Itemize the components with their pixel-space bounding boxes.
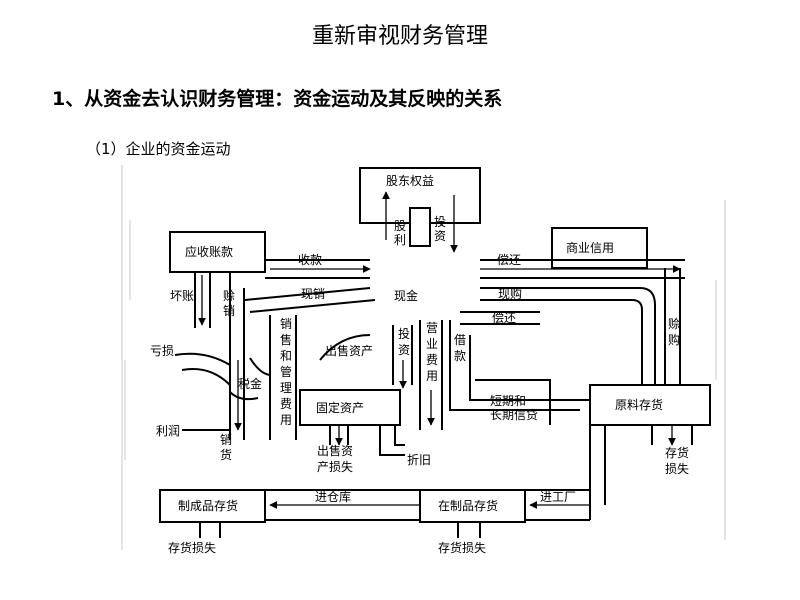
expense-char-3: 和 [280,349,292,363]
raw-loss-line2: 损失 [665,461,689,476]
cogs-char-1: 销 [220,433,232,447]
credit-sales-char-2: 销 [223,304,235,318]
wip-box [419,489,526,523]
cash-sales-label: 现销 [301,287,325,301]
collection-pipe [265,259,370,279]
subsection-heading: （1）企业的资金运动 [86,140,231,158]
tax-label: 税金 [238,376,262,391]
repay-pipe [480,259,685,279]
credit-purchase-pipe [664,268,681,385]
section-heading: 1、从资金去认识财务管理：资金运动及其反映的关系 [52,88,503,110]
raw-loss-pipe [651,425,693,445]
op-expense-pipe [419,320,443,430]
loan-char-1: 借 [454,333,466,347]
wip-loss-pipe [457,522,481,538]
finished-goods-label: 制成品存货 [178,498,238,513]
fixed-assets-box [299,389,401,426]
cash-purchase-label: 现购 [498,286,522,301]
cogs-char-2: 货 [220,447,232,462]
expense-char-1: 销 [280,317,292,331]
cash-purchase-pipe [480,287,656,385]
invest2-char-2: 资 [398,343,410,357]
depreciation-label: 折旧 [407,452,431,467]
cash-sales-pipe [244,287,376,313]
finished-goods-box [159,489,266,523]
expense-char-4: 管 [280,364,292,379]
loss-pipe [174,352,231,386]
loan-char-2: 款 [454,349,466,363]
expense-pipe [269,315,297,440]
bad-debt-label: 坏账 [170,289,194,303]
investment-char-2: 资 [434,229,446,243]
wip-label: 在制品存货 [438,498,498,513]
op-expense-char-3: 费 [426,353,438,367]
scan-texture [121,165,726,550]
op-expense-char-2: 业 [426,337,438,351]
credit-purchase-char-2: 购 [668,332,680,347]
dividend-char-2: 利 [394,233,406,247]
to-warehouse-pipe [265,489,420,521]
expense-char-6: 费 [280,397,292,411]
cash-label: 现金 [394,288,418,303]
commercial-credit-box [551,227,648,269]
asset-sale-loss-line1: 出售资 [317,443,353,458]
short-long-credit-line2: 长期信贷 [490,408,538,422]
repay2-label: 偿还 [492,310,516,325]
to-warehouse-label: 进仓库 [315,489,351,504]
finished-loss-pipe [199,522,221,538]
raw-to-factory-pipe [589,425,606,520]
raw-materials-box [589,384,711,426]
asset-sale-loss-pipe [329,425,349,445]
to-factory-label: 进工厂 [540,490,576,504]
sale-of-assets-pipe [319,334,371,361]
loss-label: 亏损 [150,344,174,358]
commercial-credit-label: 商业信用 [566,240,614,255]
sale-of-assets-label: 出售资产 [325,343,373,358]
repay-label: 偿还 [497,252,521,267]
credit-sales-char-1: 赊 [223,289,235,303]
expense-char-5: 理 [280,381,292,395]
raw-materials-label: 原料存货 [615,397,663,412]
depreciation-pipe [379,425,405,456]
to-factory-pipe [525,489,590,521]
tax-pipe [229,357,271,401]
expense-char-7: 用 [280,413,292,427]
fund-flow-diagram: 股东权益 股 利 投 资 应收账款 商业信用 收款 偿还 现金 现销 现购 偿还… [121,165,726,555]
credit-pipe [475,379,551,425]
repay2-pipe [460,311,540,325]
shareholder-channel [409,207,431,247]
shareholders-label: 股东权益 [386,174,434,188]
receivables-label: 应收账款 [185,244,233,259]
raw-loss-line1: 存货 [665,445,689,460]
credit-sales-pipe [229,272,245,440]
page-title: 重新审视财务管理 [311,24,488,49]
dividend-char-1: 股 [394,219,406,233]
profit-label: 利润 [156,424,180,438]
invest2-char-1: 投 [398,326,410,341]
op-expense-char-1: 营 [426,321,438,335]
short-long-credit-line1: 短期和 [490,394,526,408]
expense-char-2: 售 [280,332,292,347]
finished-loss-label: 存货损失 [168,540,216,555]
invest2-pipe [392,325,413,385]
left-outer-pipe [194,272,211,328]
receivables-box [169,231,266,273]
investment-char-1: 投 [434,214,446,229]
wip-loss-label: 存货损失 [438,540,486,555]
op-expense-char-4: 用 [426,369,438,383]
fixed-assets-label: 固定资产 [316,400,364,415]
collection-label: 收款 [298,253,322,267]
credit-purchase-char-1: 赊 [668,317,680,331]
asset-sale-loss-line2: 产损失 [317,459,353,474]
